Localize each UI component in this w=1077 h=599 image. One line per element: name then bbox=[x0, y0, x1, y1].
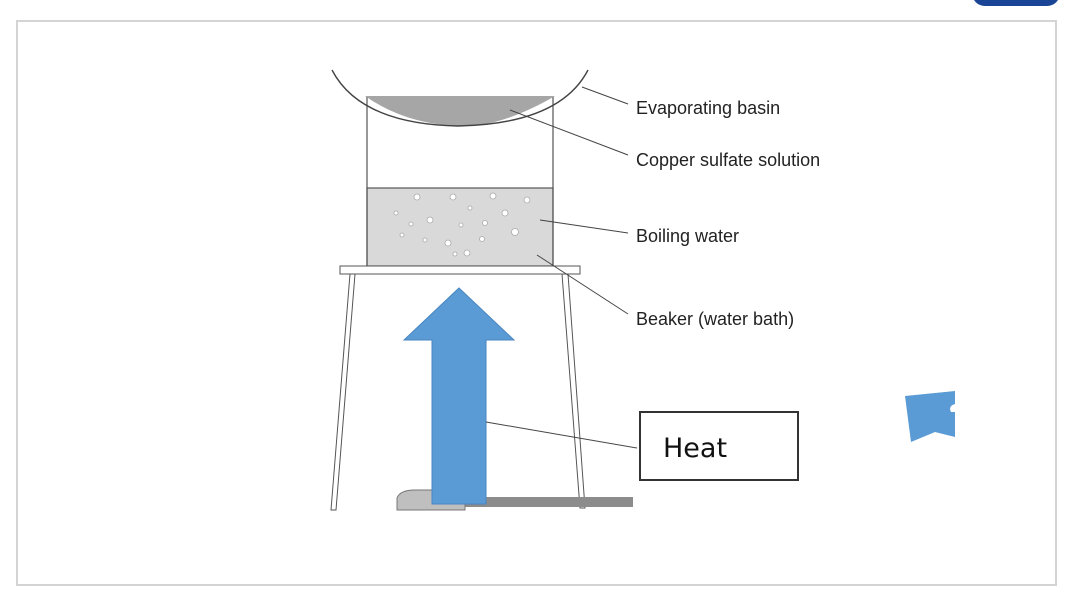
label-beaker: Beaker (water bath) bbox=[636, 309, 794, 329]
evaporating-basin bbox=[331, 69, 589, 127]
bubbles bbox=[393, 192, 531, 257]
leader-lines bbox=[485, 86, 638, 449]
label-copper-sulfate: Copper sulfate solution bbox=[636, 150, 820, 170]
partial-arrow-shape-icon bbox=[905, 391, 955, 442]
heat-label: Heat bbox=[663, 433, 727, 464]
label-evaporating-basin: Evaporating basin bbox=[636, 98, 780, 118]
top-right-button[interactable] bbox=[972, 0, 1060, 6]
slide-frame bbox=[16, 20, 1057, 586]
label-boiling-water: Boiling water bbox=[636, 226, 739, 246]
heat-arrow-icon bbox=[402, 287, 516, 505]
tripod bbox=[330, 265, 586, 511]
heat-label-box[interactable] bbox=[639, 411, 799, 481]
beaker bbox=[366, 96, 554, 267]
